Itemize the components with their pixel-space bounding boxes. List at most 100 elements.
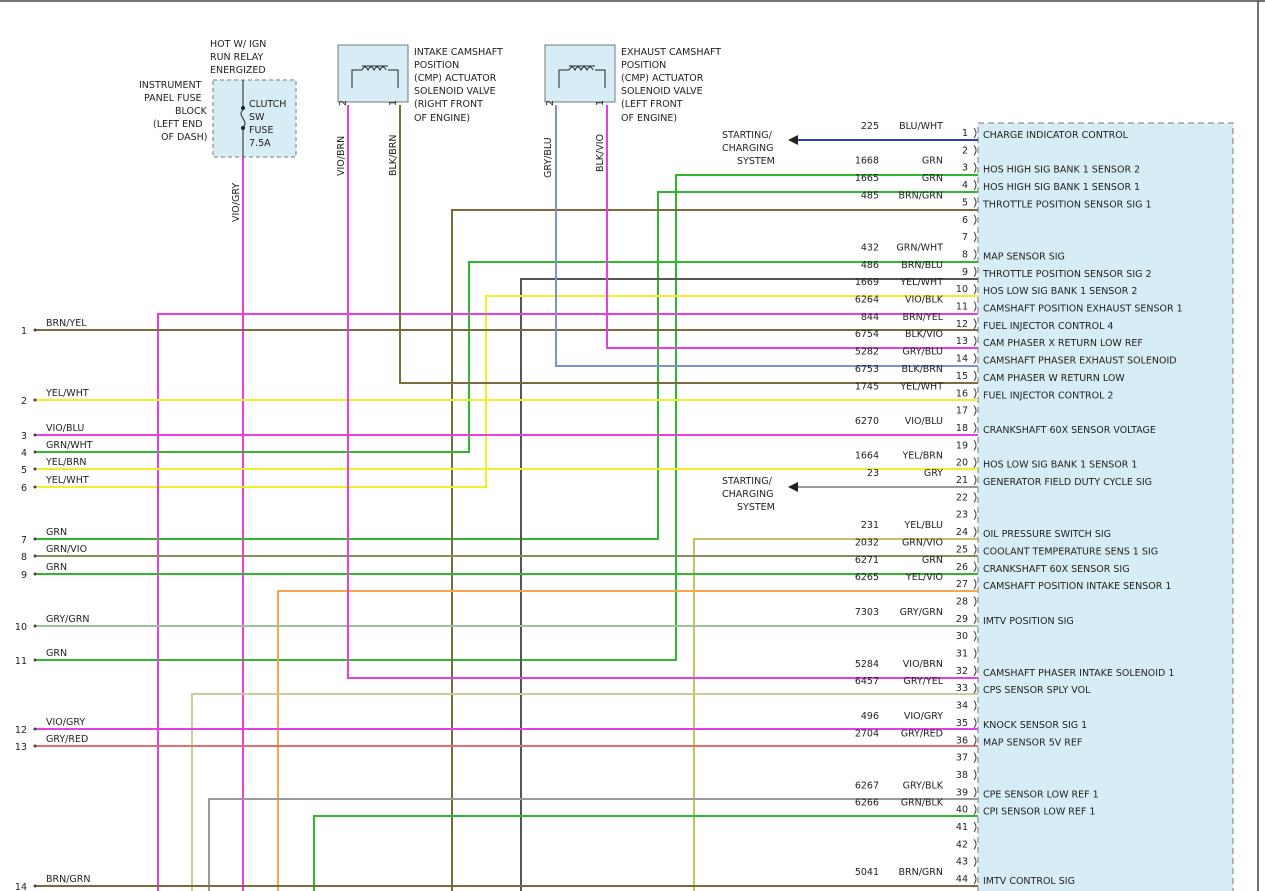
wire-group [36,105,978,891]
pin-circuit: 2704 [855,728,879,739]
wire-pin13-blk-vio [606,105,978,349]
pin-label: IMTV POSITION SIG [983,616,1074,627]
pin-number: 37 [956,753,968,764]
intake-wire2-label: VIO/BRN [336,136,347,176]
starting-system-1-line3: SYSTEM [737,156,775,167]
starting-system-ref-1: STARTING/ CHARGING SYSTEM [722,130,798,167]
left-connection-number: 11 [15,656,27,667]
pin-number: 27 [956,579,968,590]
intake-label-1: INTAKE CAMSHAFT [414,47,503,58]
fuse-supply-label-2: RUN RELAY [210,52,264,63]
pin-circuit: 7303 [855,607,879,618]
pin-bracket-icon [973,752,977,763]
pin-label: MAP SENSOR SIG [983,251,1065,262]
left-connection-terminal [33,328,37,332]
left-connection-color: BRN/GRN [46,874,91,885]
left-connection-color: GRY/GRN [46,614,89,625]
pin-number: 42 [956,839,968,850]
pin-bracket-icon [973,318,977,330]
pin-bracket-icon [973,283,977,295]
wire-pin40-grn-blk [313,815,978,891]
exhaust-coil-icon [558,65,606,88]
intake-solenoid-box [337,44,409,103]
left-connection-color: GRN/VIO [46,544,87,555]
starting-system-1-line1: STARTING/ [722,130,773,141]
exhaust-label-1: EXHAUST CAMSHAFT [621,47,721,58]
left-connection-terminal [33,537,37,541]
pin-wire-color: BLK/VIO [905,329,943,340]
pin-circuit: 485 [861,190,879,201]
pin-bracket-icon [973,422,977,434]
pin-wire-color: BRN/GRN [899,190,944,201]
exhaust-label-4: SOLENOID VALVE [621,86,703,97]
intake-pin-2: 2 [338,100,349,106]
left-connection-number: 6 [21,483,27,494]
fuse-terminal-top [241,106,245,110]
fuse-block-label-2: PANEL FUSE [144,93,202,104]
left-connection-color: BRN/YEL [46,318,87,329]
pin-number: 11 [956,302,968,313]
exhaust-wire1-label: BLK/VIO [595,134,606,172]
pin-circuit: 6267 [855,780,879,791]
left-connection-number: 3 [21,431,27,442]
pin-bracket-icon [973,439,977,451]
pin-number: 41 [956,822,968,833]
pin-circuit: 6265 [855,572,879,583]
pin-bracket-icon [973,301,977,312]
pin-wire-color: BRN/BLU [901,260,943,271]
left-connection-terminal [33,467,37,471]
fuse-block: HOT W/ IGN RUN RELAY ENERGIZED INSTRUMEN… [139,39,297,222]
pin-number: 38 [956,770,968,781]
pin-wire-color: GRN [922,555,943,566]
pin-number: 30 [956,631,968,642]
pin-wire-color: VIO/BLU [905,416,943,427]
left-connection-color: GRN [46,562,67,573]
pin-number: 5 [962,197,968,208]
pin-wire-color: GRN [922,173,943,184]
pin-label: CAMSHAFT PHASER INTAKE SOLENOID 1 [983,668,1174,679]
pin-wire-color: GRY/BLK [903,780,944,791]
pin-bracket-icon [973,804,977,815]
pin-label: MAP SENSOR 5V REF [983,737,1082,748]
pin-label: CAM PHASER X RETURN LOW REF [983,338,1143,349]
pin-circuit: 432 [861,242,879,253]
pin-number: 14 [956,354,968,365]
pin-number: 9 [962,267,968,278]
pin-label: KNOCK SENSOR SIG 1 [983,720,1087,731]
pin-number: 32 [956,666,968,677]
pin-bracket-icon [973,127,977,139]
fuse-element-icon [240,109,246,128]
starting-system-1-line2: CHARGING [722,143,774,154]
pin-number: 39 [956,787,968,798]
pin-number: 1 [962,128,968,139]
pin-number: 43 [956,857,968,868]
pin-bracket-icon [973,682,977,694]
pin-number: 28 [956,596,968,607]
pin-bracket-icon [973,613,977,625]
pin-number: 34 [956,701,968,712]
pin-number: 24 [956,527,968,538]
pin-bracket-icon [973,162,977,174]
pin-circuit: 23 [867,468,879,479]
pin-bracket-icon [973,387,977,399]
pin-number: 25 [956,544,968,555]
pin-label: HOS LOW SIG BANK 1 SENSOR 2 [983,286,1137,297]
left-connection-color: VIO/BLU [46,423,84,434]
pin-wire-color: YEL/WHT [899,381,943,392]
pin-circuit: 1669 [855,277,879,288]
pin-label: HOS HIGH SIG BANK 1 SENSOR 1 [983,182,1140,193]
pin-bracket-icon [973,734,977,746]
pin-label: CRANKSHAFT 60X SENSOR SIG [983,564,1130,575]
pin-number: 40 [956,805,968,816]
left-connection-number: 5 [21,465,27,476]
pin-wire-color: YEL/WHT [899,277,943,288]
pin-circuit: 6753 [855,364,879,375]
pin-bracket-icon [973,197,977,208]
pin-number: 19 [956,440,968,451]
pin-circuit: 844 [861,312,879,323]
pin-number: 10 [956,284,968,295]
left-connection-color: YEL/BRN [45,457,87,468]
fuse-block-label-3: BLOCK [175,106,208,117]
left-connection-terminal [33,744,37,748]
fuse-label-3: FUSE [249,125,273,136]
